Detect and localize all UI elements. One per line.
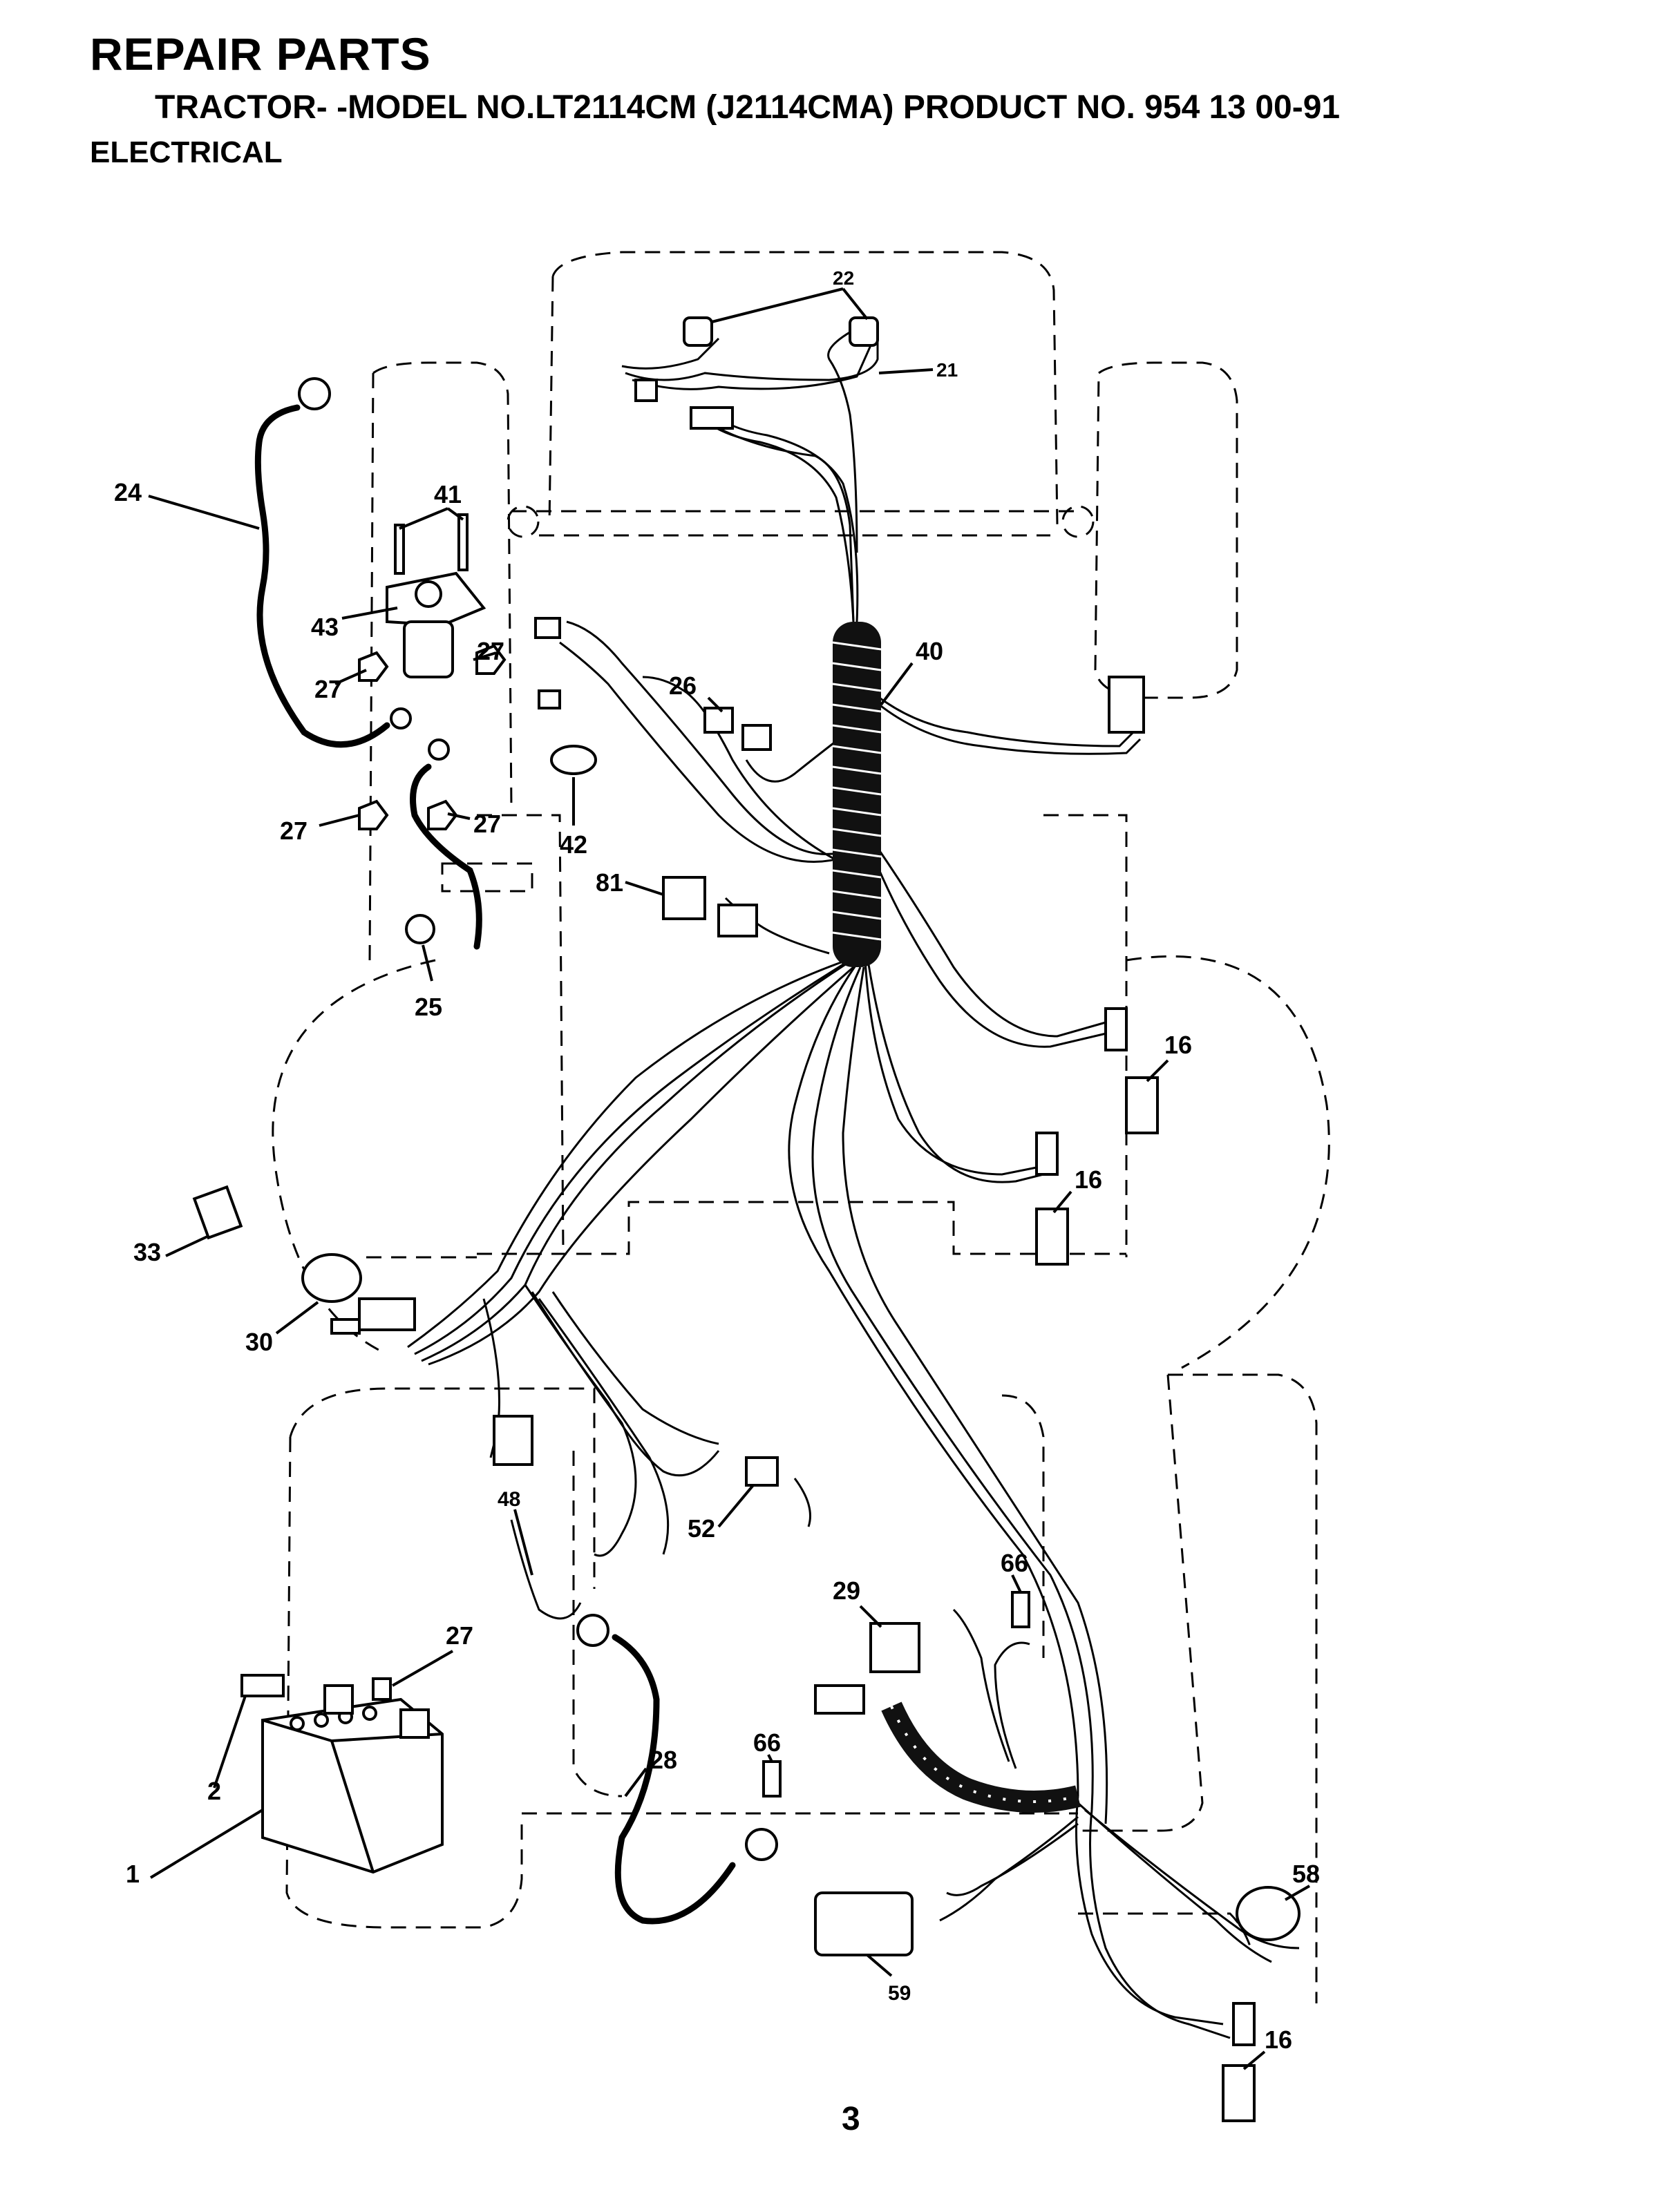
connector-52 [745, 1456, 779, 1487]
conduit-loom [832, 622, 1081, 1813]
callout-28: 28 [650, 1746, 677, 1774]
switch-16-rear-right [1125, 1076, 1159, 1134]
battery-bolt [240, 1674, 285, 1697]
grommet-42 [550, 745, 597, 775]
fuse-holder-26 [703, 707, 734, 734]
connector-48-plug [493, 1415, 533, 1466]
module-59 [814, 1891, 914, 1956]
callout-labels: 22 21 24 41 43 27 27 27 27 25 26 40 42 8… [114, 267, 1320, 2054]
cable-25-eyelet [405, 914, 435, 944]
callout-40: 40 [916, 637, 943, 665]
page-number: 3 [842, 2101, 860, 2137]
callout-16-c: 16 [1265, 2025, 1292, 2054]
switch-16-brake [1222, 2064, 1256, 2122]
callout-42: 42 [560, 830, 587, 859]
cable-28-eyelet-bottom [745, 1828, 778, 1861]
callout-66-a: 66 [1001, 1549, 1028, 1577]
tractor-outline [272, 251, 1330, 2003]
callout-26: 26 [669, 671, 697, 700]
callout-59: 59 [888, 1982, 911, 2005]
misc-parts [493, 617, 1301, 1956]
callout-1: 1 [126, 1860, 140, 1888]
callout-30: 30 [245, 1328, 273, 1356]
screw-66-lower [762, 1760, 782, 1798]
callout-58: 58 [1292, 1860, 1320, 1888]
callout-22: 22 [833, 267, 854, 289]
callout-24: 24 [114, 478, 142, 506]
callout-27-b: 27 [314, 675, 342, 703]
model-subtitle: TRACTOR- -MODEL NO.LT2114CM (J2114CMA) P… [155, 89, 1341, 126]
cables [254, 377, 778, 1925]
callout-27-c: 27 [280, 817, 308, 845]
seat-switch-29 [869, 1622, 920, 1673]
callout-41: 41 [434, 480, 462, 508]
switch-16-seat [1035, 1208, 1069, 1266]
battery-assembly [240, 1674, 444, 1874]
starter-solenoid [358, 513, 507, 830]
callout-66-b: 66 [753, 1728, 781, 1757]
callout-27-e: 27 [446, 1621, 473, 1650]
callout-21: 21 [936, 359, 958, 381]
light-connector [634, 379, 658, 402]
page-title: REPAIR PARTS [90, 28, 431, 79]
wiring-harness [407, 323, 1300, 2039]
ignition-switch [192, 1185, 416, 1335]
headlight-socket-right [849, 316, 879, 347]
ignition-key [192, 1185, 243, 1240]
cable-24-eyelet [298, 377, 331, 410]
callout-52: 52 [688, 1514, 715, 1543]
cable-28-eyelet-top [576, 1614, 609, 1647]
callout-16-a: 16 [1164, 1031, 1192, 1059]
callout-2: 2 [207, 1777, 221, 1805]
harness-plug-front [690, 406, 734, 430]
headlight-harness [621, 316, 879, 622]
hour-meter-58 [1236, 1886, 1301, 1941]
headlight-socket-left [683, 316, 713, 347]
relay-81 [662, 876, 706, 920]
callout-25: 25 [415, 993, 442, 1021]
callout-16-b: 16 [1075, 1165, 1102, 1194]
callout-48: 48 [498, 1488, 520, 1511]
callout-81: 81 [596, 868, 623, 897]
leader-lines [148, 287, 1310, 2070]
battery-nut [372, 1677, 392, 1701]
screw-66-upper [1011, 1591, 1030, 1628]
interlock-switches [1035, 1007, 1256, 2122]
section-title: ELECTRICAL [90, 135, 283, 169]
callout-33: 33 [133, 1238, 161, 1266]
callout-27-d: 27 [473, 810, 501, 838]
callout-43: 43 [311, 613, 339, 641]
callout-29: 29 [833, 1576, 860, 1605]
callout-27-a: 27 [477, 637, 504, 665]
